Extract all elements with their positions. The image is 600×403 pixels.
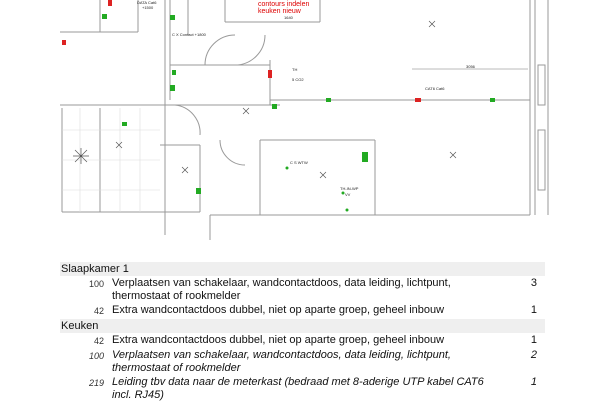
red-note: contours indelen [258, 1, 309, 8]
section-header: Slaapkamer 1 [60, 262, 545, 276]
table-row: 219 Leiding tbv data naar de meterkast (… [60, 376, 545, 402]
item-description: Extra wandcontactdoos dubbel, niet op ap… [112, 334, 445, 346]
dimension-label-2: 3056 [466, 64, 476, 69]
item-code: 42 [93, 306, 104, 316]
item-description: Extra wandcontactdoos dubbel, niet op ap… [112, 304, 445, 316]
item-qty: 1 [530, 304, 537, 316]
red-note-2: keuken nieuw [258, 8, 302, 15]
data-label: DATA Cat6 [137, 0, 157, 5]
light-points [73, 20, 457, 179]
desc-line: Verplaatsen van schakelaar, wandcontactd… [112, 349, 451, 361]
red-symbols [62, 0, 421, 102]
floor-plan: DATA Cat6 +1500 C X Contact +1800 contou… [60, 0, 549, 240]
desc-line: Verplaatsen van schakelaar, wandcontactd… [112, 277, 451, 289]
item-code: 42 [93, 336, 104, 346]
item-qty: 2 [530, 349, 537, 361]
cat6-label: CAT6 Cat6 [425, 86, 445, 91]
height-label: +1500 [142, 5, 154, 10]
item-code: 100 [88, 279, 104, 289]
section-header: Keuken [60, 319, 545, 333]
item-description: Verplaatsen van schakelaar, wandcontactd… [112, 349, 517, 375]
table-row: 100 Verplaatsen van schakelaar, wandcont… [60, 349, 545, 375]
contact-label: C X Contact +1800 [172, 32, 207, 37]
item-description: Verplaatsen van schakelaar, wandcontactd… [112, 277, 517, 303]
desc-line: Leiding tbv data naar de meterkast (bedr… [112, 376, 484, 388]
desc-line: incl. RJ45) [112, 389, 164, 401]
table-row: 42 Extra wandcontactdoos dubbel, niet op… [60, 334, 545, 348]
item-code: 219 [88, 378, 104, 388]
dimension-label: 1640 [284, 15, 294, 20]
table-row: 42 Extra wandcontactdoos dubbel, niet op… [60, 304, 545, 318]
th-label: TH [292, 67, 297, 72]
tile-grid [62, 108, 160, 212]
wtw-label: C S WTW [290, 160, 308, 165]
item-code: 100 [88, 351, 104, 361]
desc-line: thermostaat of rookmelder [112, 362, 241, 374]
table-row: 100 Verplaatsen van schakelaar, wandcont… [60, 277, 545, 303]
item-qty: 1 [530, 334, 537, 346]
electrical-symbols [102, 14, 495, 212]
walls [60, 0, 549, 240]
item-qty: 1 [530, 376, 537, 388]
desc-line: thermostaat of rookmelder [112, 290, 241, 302]
item-qty: 3 [530, 277, 537, 289]
co2-label: 5 CO2 [292, 77, 304, 82]
item-description: Leiding tbv data naar de meterkast (bedr… [112, 376, 517, 402]
options-table: Slaapkamer 1 100 Verplaatsen van schakel… [60, 262, 545, 403]
th-wp-label: TH-IN-WP [340, 186, 359, 191]
vv-label: VV [345, 192, 351, 197]
